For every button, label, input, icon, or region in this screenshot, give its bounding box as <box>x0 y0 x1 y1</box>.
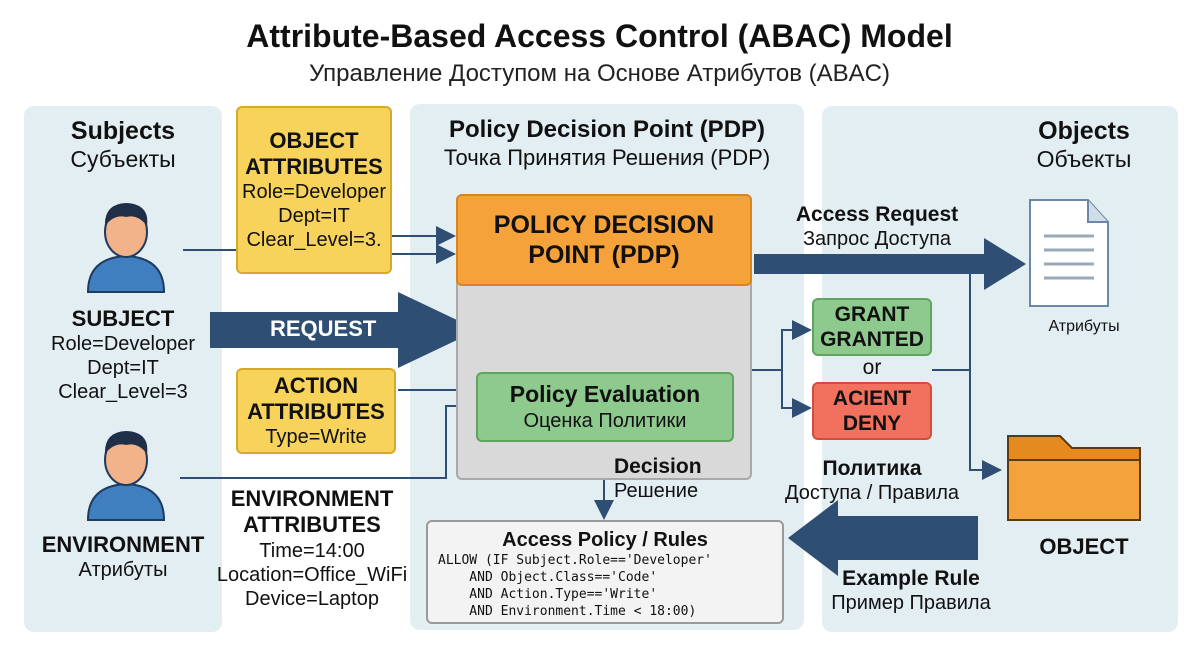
pdp-panel-title: Policy Decision Point (PDP) <box>448 116 766 143</box>
subjects-title-ru: Субъекты <box>70 146 176 172</box>
environment-label: ENVIRONMENT <box>41 532 205 557</box>
objects-title: Objects <box>1038 117 1130 145</box>
deny-line-2: DENY <box>842 412 902 435</box>
grant-connector <box>734 320 812 371</box>
decision-label: Decision <box>614 455 702 478</box>
policy-evaluation-box: Policy Evaluation Оценка Политики <box>476 372 734 442</box>
pdp-box: POLICY DECISION POINT (PDP) <box>456 194 752 286</box>
action-attributes-box: ACTION ATTRIBUTES Type=Write <box>236 368 396 454</box>
pdp-panel-title-ru: Точка Принятия Решения (PDP) <box>443 144 771 170</box>
deny-connector <box>781 370 812 418</box>
objects-title-ru: Объекты <box>1036 146 1132 172</box>
policy-label-1: Политика <box>822 457 922 480</box>
environment-attr-line: Device=Laptop <box>245 587 379 610</box>
access-request-label-ru: Запрос Доступа <box>802 228 952 251</box>
grant-line-1: GRANT <box>834 302 910 326</box>
objects-panel-inner <box>978 106 1178 632</box>
pdp-box-line-2: POINT (PDP) <box>528 241 680 269</box>
example-rule-arrow <box>788 500 978 576</box>
objects-connector <box>969 264 1002 480</box>
action-attributes-title-2: ATTRIBUTES <box>247 399 385 424</box>
request-arrow <box>210 292 478 368</box>
access-request-arrow <box>754 238 1026 290</box>
environment-attributes-title-2: ATTRIBUTES <box>243 512 381 538</box>
environment-attributes-title-1: ENVIRONMENT <box>230 486 394 511</box>
deny-box: ACIENT DENY <box>812 382 932 440</box>
decision-sub: Решение <box>614 480 699 503</box>
example-rule-label: Example Rule <box>842 567 980 590</box>
object-attributes-title-2: ATTRIBUTES <box>245 154 383 179</box>
pdp-box-line-1: POLICY DECISION <box>493 211 715 239</box>
diagram-title: Attribute-Based Access Control (ABAC) Mo… <box>246 18 953 54</box>
action-attr-line: Type=Write <box>265 426 367 449</box>
subject-attr-clear: Clear_Level=3 <box>58 381 188 404</box>
object-attributes-title-1: OBJECT <box>269 127 359 153</box>
grant-box: GRANT GRANTED <box>812 298 932 356</box>
policy-evaluation-title: Policy Evaluation <box>509 381 701 408</box>
subject-attr-role: Role=Developer <box>51 333 195 356</box>
document-icon <box>1029 199 1109 307</box>
object-attr-line: Clear_Level=3. <box>246 229 382 252</box>
subject-label: SUBJECT <box>71 306 175 331</box>
subject-person-icon <box>86 203 166 293</box>
policy-rule-line: AND Object.Class=='Code' <box>438 570 658 585</box>
policy-label-2: Доступа / Правила <box>784 482 960 505</box>
action-attributes-title-1: ACTION <box>273 372 359 398</box>
environment-attr-line: Location=Office_WiFi <box>216 563 408 586</box>
policy-rule-line: AND Environment.Time < 18:00) <box>438 604 697 619</box>
subjects-panel <box>24 106 222 632</box>
diagram-subtitle: Управление Доступом на Основе Атрибутов … <box>308 60 891 87</box>
object-attr-line: Dept=IT <box>278 205 350 228</box>
policy-rules-box: Access Policy / Rules ALLOW (IF Subject.… <box>426 520 784 624</box>
policy-rule-line: ALLOW (IF Subject.Role=='Developer' <box>438 553 712 568</box>
subject-attr-dept: Dept=IT <box>87 357 159 380</box>
request-arrow-label: REQUEST <box>270 316 377 341</box>
environment-sub: Атрибуты <box>78 559 168 582</box>
environment-attr-line: Time=14:00 <box>259 539 365 562</box>
access-request-label: Access Request <box>795 203 959 226</box>
subjects-title: Subjects <box>70 117 176 145</box>
object-label: OBJECT <box>1039 534 1129 559</box>
policy-rule-line: AND Action.Type=='Write' <box>438 587 658 602</box>
policy-rules-title: Access Policy / Rules <box>502 529 708 551</box>
pdp-inner-area <box>456 256 752 480</box>
deny-line-1: ACIENT <box>832 386 912 410</box>
policy-evaluation-sub: Оценка Политики <box>523 409 687 432</box>
or-label: or <box>862 356 882 379</box>
grant-line-2: GRANTED <box>820 328 924 351</box>
document-sub: Атрибуты <box>1048 318 1120 335</box>
environment-person-icon <box>86 431 166 521</box>
folder-icon <box>1007 435 1141 521</box>
object-attributes-box: OBJECT ATTRIBUTES Role=Developer Dept=IT… <box>236 106 392 274</box>
object-attr-line: Role=Developer <box>242 181 386 204</box>
example-rule-label-ru: Пример Правила <box>831 592 991 615</box>
